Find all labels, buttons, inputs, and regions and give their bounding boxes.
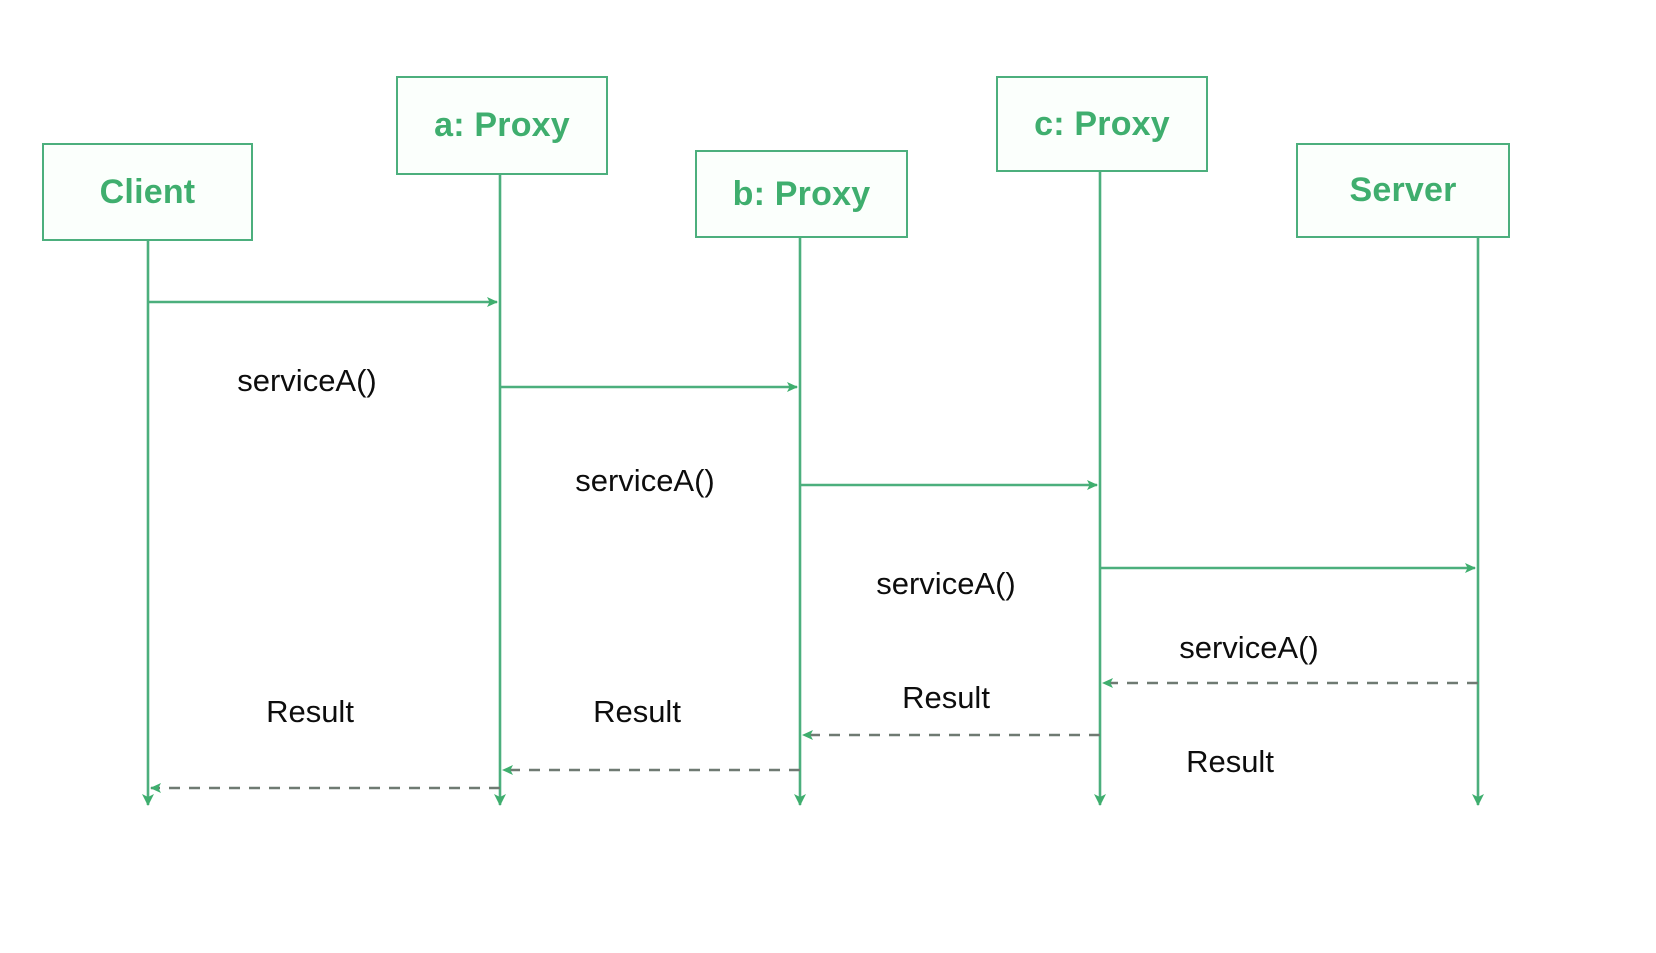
message-label-m6: Result — [902, 680, 990, 715]
message-label-m7: Result — [593, 694, 681, 729]
participant-box-client[interactable]: Client — [42, 143, 253, 241]
participant-box-proxy_a[interactable]: a: Proxy — [396, 76, 608, 175]
message-label-m4: serviceA() — [1179, 630, 1319, 665]
message-label-m2: serviceA() — [575, 463, 715, 498]
participant-label-proxy_c: c: Proxy — [1034, 104, 1170, 143]
participant-box-server[interactable]: Server — [1296, 143, 1510, 238]
participant-label-proxy_a: a: Proxy — [434, 106, 570, 144]
message-label-m1: serviceA() — [237, 363, 377, 398]
message-label-m3: serviceA() — [876, 566, 1016, 601]
participant-box-proxy_c[interactable]: c: Proxy — [996, 76, 1208, 172]
message-label-m8: Result — [266, 694, 354, 729]
participant-label-client: Client — [99, 172, 196, 211]
message-label-m5: Result — [1186, 744, 1274, 779]
participant-box-proxy_b[interactable]: b: Proxy — [695, 150, 908, 238]
participant-label-proxy_b: b: Proxy — [732, 174, 871, 213]
participant-label-server: Server — [1349, 171, 1457, 209]
